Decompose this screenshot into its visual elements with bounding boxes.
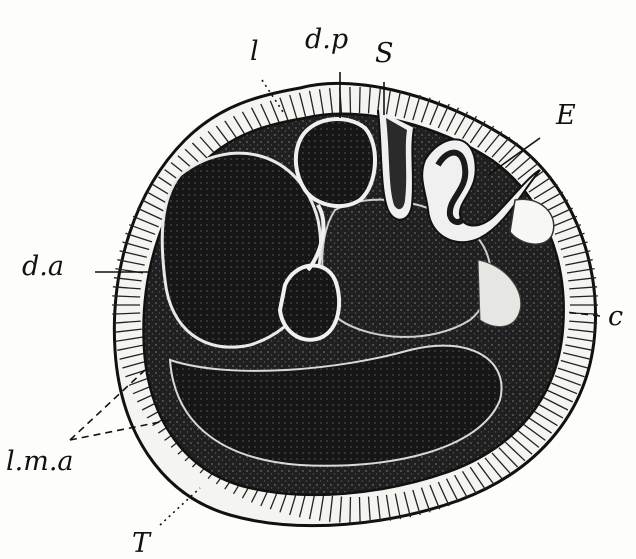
label-s: S: [375, 38, 394, 69]
label-c: c: [608, 301, 623, 332]
epithelium-striation: [350, 497, 351, 523]
label-lma: l.m.a: [6, 446, 74, 477]
epithelium-striation: [350, 87, 351, 113]
label-dp: d.p: [305, 24, 348, 55]
label-t: T: [132, 528, 152, 559]
label-e: E: [555, 100, 576, 131]
label-l: l: [250, 36, 259, 67]
label-da: d.a: [22, 251, 64, 282]
epithelium-striation: [360, 497, 361, 523]
epithelium-striation: [360, 87, 361, 113]
